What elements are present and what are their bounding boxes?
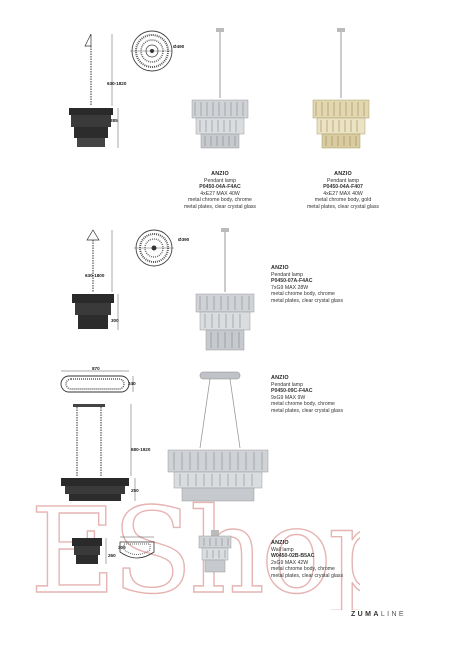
product-info-4: ANZIO Pendant lamp P0450-09C-F4AC 9xG9 M… [271, 375, 381, 415]
product-info-5: ANZIO Wall lamp W0450-02B-B5AC 2xG9 MAX … [271, 540, 381, 580]
technical-drawing-pendant-7a [72, 229, 174, 330]
dimension-body-height: 260 [108, 553, 116, 558]
dimension-width: 870 [92, 366, 100, 371]
product-name: ANZIO [271, 375, 289, 381]
dimension-height: 630-1800 [85, 273, 105, 278]
product-photo-pendant-7a [195, 228, 255, 351]
product-material-1: metal chrome body, chrome [271, 401, 335, 408]
product-type: Wall lamp [271, 546, 294, 553]
product-photo-pendant-gold [312, 28, 370, 149]
dimension-body-height: 385 [110, 118, 118, 123]
brand-logo: ZUMALINE [351, 611, 406, 618]
brand-light: LINE [380, 611, 406, 618]
product-code: W0450-02B-B5AC [271, 553, 315, 560]
product-type: Pendant lamp [326, 177, 359, 184]
dimension-diameter: Ø390 [178, 237, 190, 242]
product-material-2: metal plates, clear crystal glass [183, 203, 257, 210]
product-code: P0450-07A-F4AC [271, 278, 313, 285]
product-type: Pendant lamp [271, 271, 304, 278]
product-type: Pendant lamp [271, 381, 304, 388]
product-name: ANZIO [271, 540, 289, 546]
dimension-height: 680-1920 [131, 447, 151, 452]
product-power: 7xG9 MAX 28W [271, 284, 309, 291]
product-name: ANZIO [271, 265, 289, 271]
product-power: 2xG9 MAX 42W [271, 559, 309, 566]
dimension-diameter: Ø490 [173, 44, 185, 49]
product-material-1: metal chrome body, chrome [271, 291, 335, 298]
product-material-1: metal chrome body, chrome [271, 566, 335, 573]
brand-bold: ZUMA [351, 611, 381, 618]
dimension-height: 630-1820 [107, 81, 127, 86]
technical-drawing-pendant-9c [60, 370, 136, 501]
product-info-2: ANZIO Pendant lamp P0450-04A-F407 4xE27 … [300, 171, 386, 211]
technical-drawing-wall-lamp [72, 536, 155, 564]
product-info-1: ANZIO Pendant lamp P0450-04A-F4AC 4xE27 … [182, 171, 258, 211]
dimension-body-height: 300 [111, 318, 119, 323]
product-type: Pendant lamp [203, 177, 236, 184]
dimension-width: 300 [118, 545, 126, 550]
product-name: ANZIO [334, 171, 352, 177]
product-photo-pendant-9c [167, 371, 269, 502]
product-name: ANZIO [211, 171, 229, 177]
product-code: P0450-04A-F4AC [199, 184, 241, 191]
product-code: P0450-04A-F407 [323, 184, 363, 191]
product-power: 4xE27 MAX 40W [200, 190, 240, 197]
product-photo-pendant-chrome [191, 28, 249, 149]
product-info-3: ANZIO Pendant lamp P0450-07A-F4AC 7xG9 M… [271, 265, 381, 305]
technical-drawing-pendant-4a [69, 30, 173, 148]
product-photo-wall-lamp [198, 530, 232, 573]
product-material-1: metal chrome body, chrome [188, 197, 252, 204]
product-material-2: metal plates, clear crystal glass [306, 203, 380, 210]
product-material-1: metal chrome body, gold [314, 197, 372, 204]
dimension-depth: 240 [128, 381, 136, 386]
dimension-body-height: 250 [131, 488, 139, 493]
product-power: 9xG9 MAX 9W [271, 394, 306, 401]
product-code: P0450-09C-F4AC [271, 388, 313, 395]
product-material-2: metal plates, clear crystal glass [271, 407, 344, 414]
product-power: 4xE27 MAX 40W [323, 190, 363, 197]
product-material-2: metal plates, clear crystal glass [271, 297, 344, 304]
product-material-2: metal plates, clear crystal glass [271, 572, 344, 579]
